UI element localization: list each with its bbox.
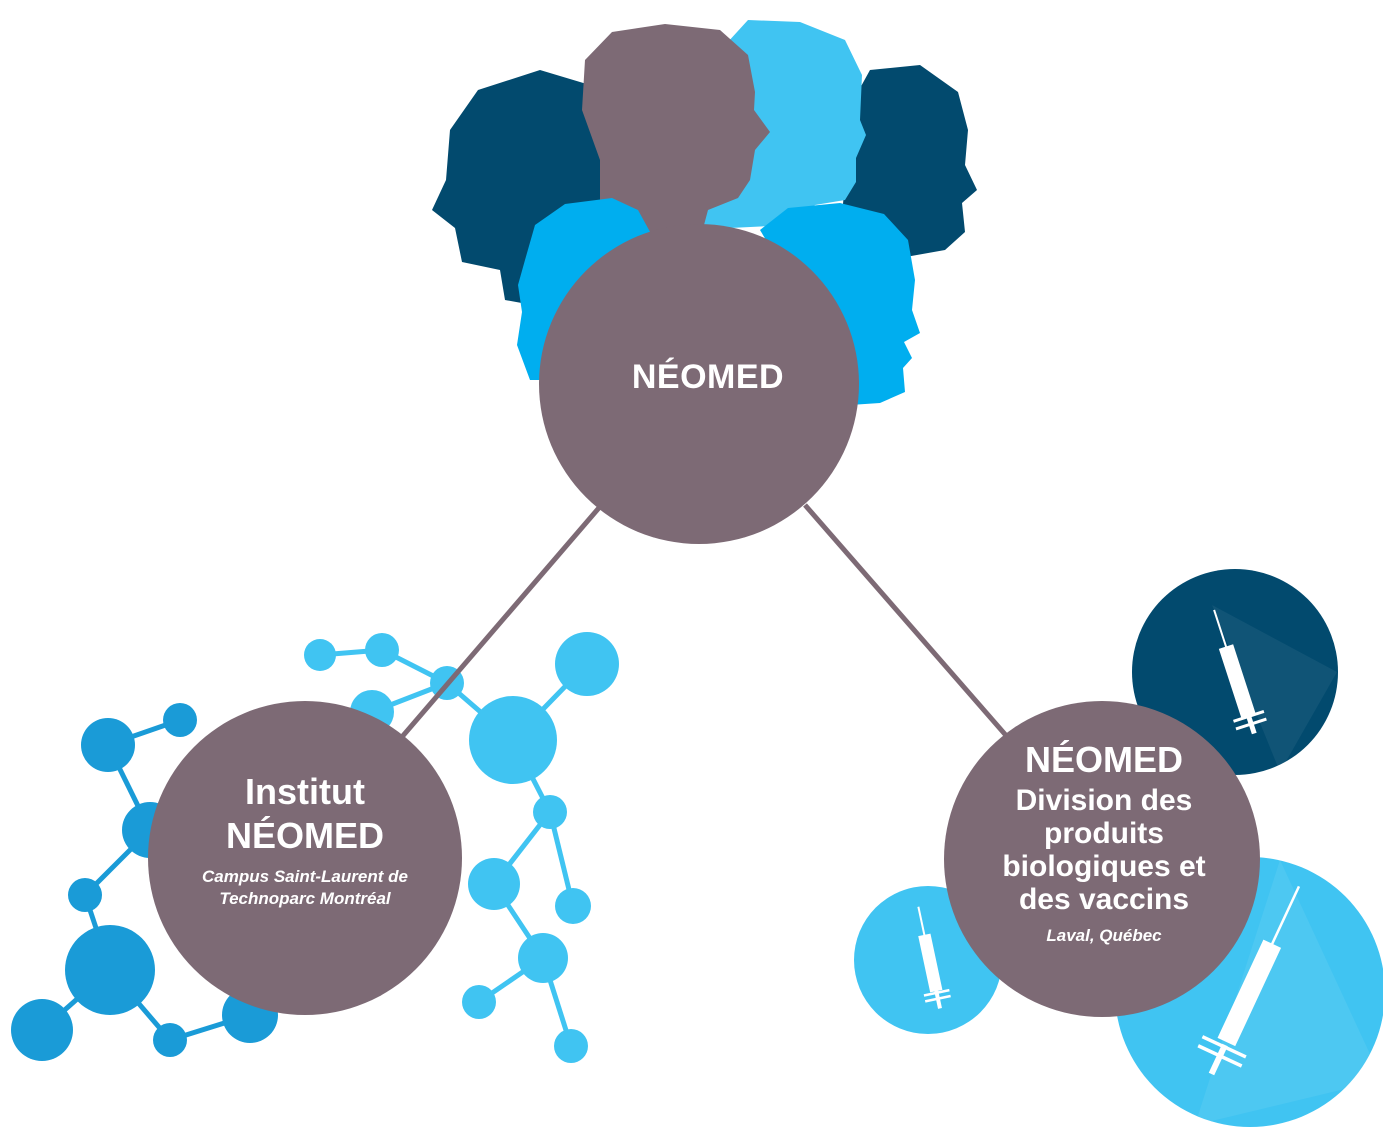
left-node-subtitle-line1: Campus Saint-Laurent de bbox=[202, 867, 408, 886]
left-node-subtitle-line2: Technoparc Montréal bbox=[219, 889, 391, 908]
left-node-title-line1: Institut bbox=[245, 771, 365, 812]
root-node bbox=[539, 224, 859, 544]
left-node-label: Institut NÉOMED Campus Saint-Laurent de … bbox=[150, 770, 460, 910]
connector-line bbox=[803, 503, 1012, 742]
right-node bbox=[944, 701, 1260, 1017]
connectors bbox=[393, 493, 1012, 747]
person-silhouette bbox=[760, 203, 920, 405]
left-node-title-line2: NÉOMED bbox=[225, 815, 384, 856]
right-node-title: NÉOMED bbox=[1024, 739, 1183, 780]
people-silhouettes-icon bbox=[432, 20, 977, 405]
syringe-icon bbox=[917, 906, 951, 1009]
molecule-icon bbox=[11, 632, 619, 1063]
person-silhouette bbox=[582, 24, 770, 250]
right-node-name: Division des produits biologiques et des… bbox=[1002, 784, 1206, 916]
right-node-location: Laval, Québec bbox=[1046, 926, 1162, 945]
syringe-icon bbox=[1213, 609, 1267, 735]
left-node bbox=[148, 701, 462, 1015]
connector-line bbox=[393, 493, 612, 747]
right-node-label: NÉOMED Division des produits biologiques… bbox=[944, 738, 1264, 946]
syringe-icon bbox=[1197, 885, 1301, 1076]
root-node-label: NÉOMED bbox=[631, 358, 785, 396]
